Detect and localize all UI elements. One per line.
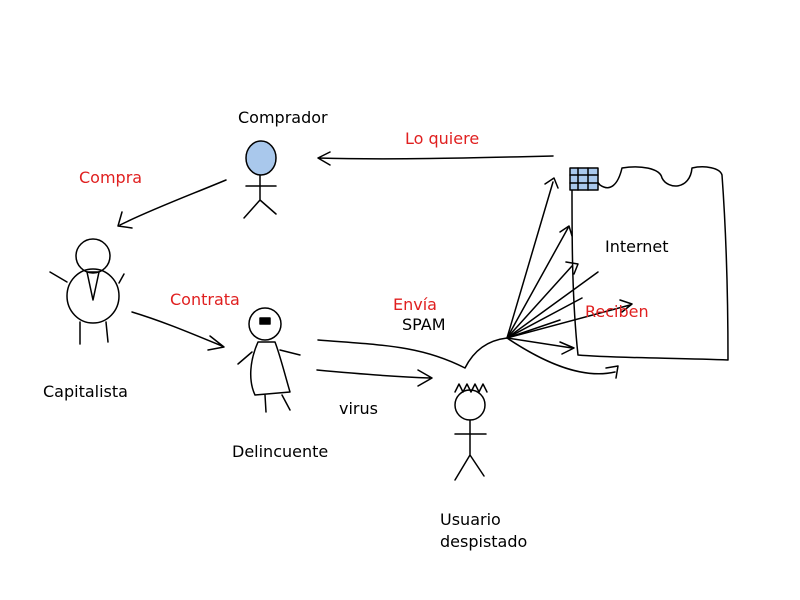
arrow-lo-quiere <box>317 151 554 166</box>
comprador-figure <box>243 140 277 219</box>
usuario-figure <box>454 383 488 481</box>
edge-label-envia: Envía <box>393 295 437 314</box>
arrow-virus <box>316 369 433 387</box>
arrow-spam <box>317 337 508 369</box>
arrow-contrata <box>131 311 225 351</box>
node-label-internet: Internet <box>605 237 669 256</box>
edge-label-compra: Compra <box>79 168 143 187</box>
capitalista-figure <box>49 238 125 345</box>
internet-box <box>571 166 729 361</box>
arrow-compra <box>117 179 227 229</box>
delincuente-figure <box>237 307 301 413</box>
edge-label-virus: virus <box>339 399 378 418</box>
edge-label-lo-quiere: Lo quiere <box>405 129 480 148</box>
edge-label-reciben: Reciben <box>585 302 649 321</box>
node-label-capitalista: Capitalista <box>43 382 128 401</box>
edge-label-contrata: Contrata <box>170 290 240 309</box>
node-label-usuario-line2: despistado <box>440 532 528 551</box>
node-label-delincuente: Delincuente <box>232 442 329 461</box>
arrows-reciben <box>506 177 633 379</box>
internet-server-icon <box>569 167 599 191</box>
node-label-comprador: Comprador <box>238 108 328 127</box>
edge-label-spam: SPAM <box>402 315 446 334</box>
node-label-usuario-line1: Usuario <box>440 510 501 529</box>
